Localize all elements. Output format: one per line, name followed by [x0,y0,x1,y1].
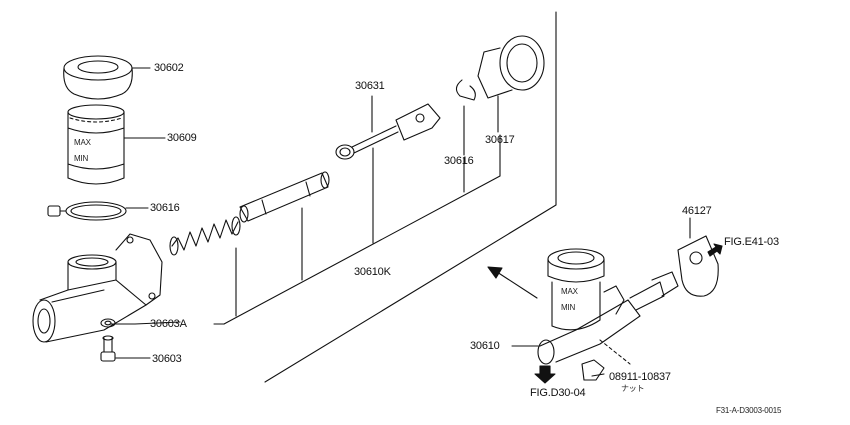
push-rod-30631 [335,95,441,160]
label-30602: 30602 [154,62,184,74]
piston [239,171,330,223]
label-30603A: 30603A [150,318,187,330]
label-30617: 30617 [485,134,515,146]
fig-ref-d30-04[interactable]: FIG.D30-04 [530,387,586,399]
reservoir-tank-30609 [67,104,166,185]
label-30610: 30610 [470,340,500,352]
clip-30616 [455,79,476,156]
exploded-view-frame [264,11,557,383]
direction-arrow [487,266,538,299]
clamp-ring-30616 [47,201,149,221]
master-cylinder-assembly-30610 [511,248,679,365]
label-nut-note: ナット [621,384,645,393]
nut-08911-10837 [581,339,631,381]
reservoir-cap-30602 [63,55,151,100]
label-08911-10837: 08911-10837 [609,371,671,383]
label-30610K: 30610K [354,266,391,278]
label-30616-clip: 30616 [444,155,474,167]
reservoir-min-mark: MIN [74,154,89,163]
diagram-code: F31-A-D3003-0015 [716,406,782,415]
label-30631: 30631 [355,80,385,92]
washer-30603A [100,318,116,328]
fig-e41-arrow [707,243,723,257]
fig-d30-arrow [534,365,556,384]
assembly-max-mark: MAX [561,287,578,296]
boot-30617 [477,35,545,133]
return-spring [169,216,241,256]
label-30609: 30609 [167,132,197,144]
label-46127: 46127 [682,205,712,217]
label-30616-ring: 30616 [150,202,180,214]
fig-ref-e41-03[interactable]: FIG.E41-03 [724,236,779,248]
gasket-46127 [677,217,719,297]
bolt-30603 [100,335,151,362]
label-30603: 30603 [152,353,182,365]
kit-30610K-leaders [213,134,501,325]
assembly-min-mark: MIN [561,303,576,312]
master-cylinder-body [32,233,181,343]
reservoir-max-mark: MAX [74,138,91,147]
